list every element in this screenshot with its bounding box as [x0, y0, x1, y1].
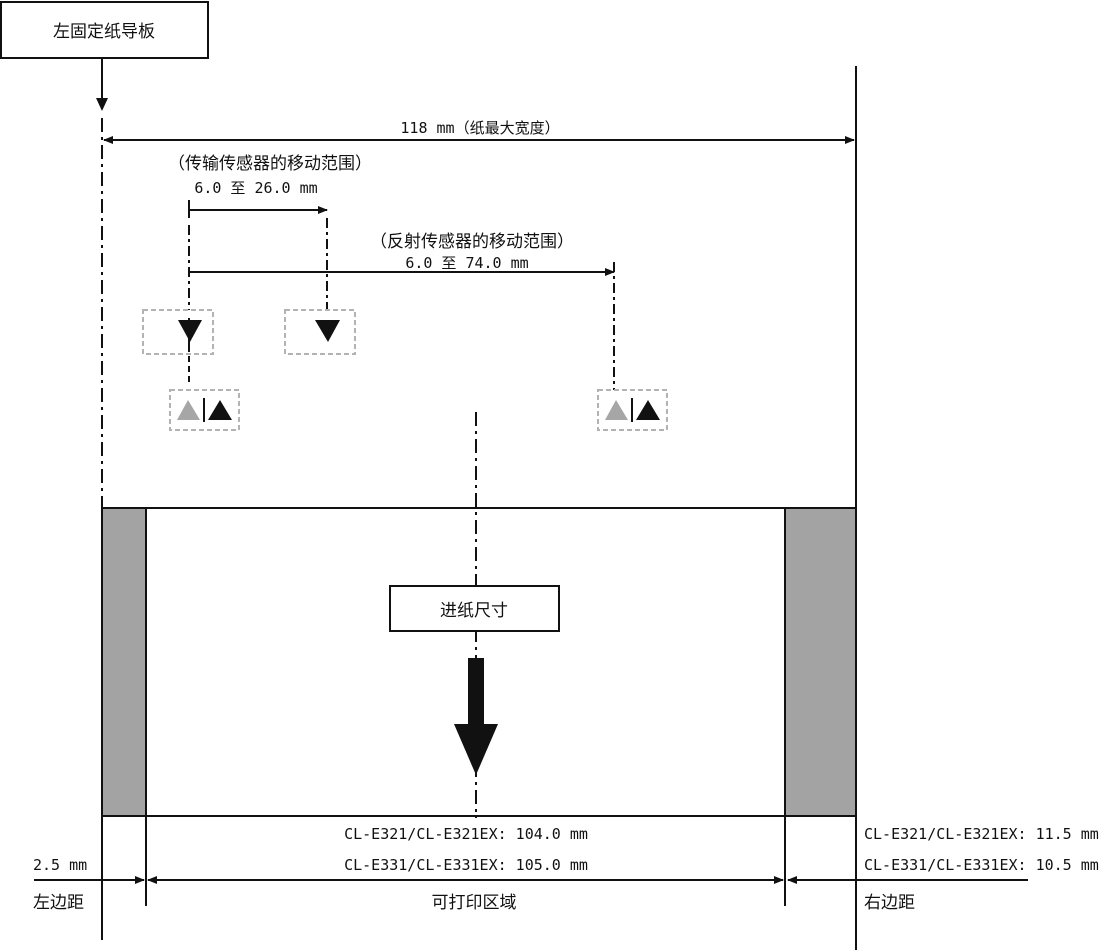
transmissive-range-title: （传输传感器的移动范围）: [168, 154, 372, 174]
left-margin-label: 左边距: [33, 893, 84, 913]
reflective-sensor-max-emitter-icon: [605, 400, 628, 420]
left-guide-arrowhead: [96, 98, 108, 111]
left-guide-label: 左固定纸导板: [53, 22, 155, 42]
right-margin-shade: [786, 509, 855, 815]
feed-arrow-head: [454, 724, 498, 775]
reflective-range-title: （反射传感器的移动范围）: [370, 232, 574, 252]
reflective-sensor-min-emitter-icon: [177, 400, 200, 420]
right-margin-label: 右边距: [864, 893, 915, 913]
left-margin-value: 2.5 mm: [33, 856, 87, 874]
right-margin-e331: CL-E331/CL-E331EX: 10.5 mm: [864, 856, 1099, 874]
feed-direction-label: 进纸尺寸: [440, 601, 508, 621]
reflective-sensor-min-receiver-icon: [208, 400, 232, 420]
reflective-range-value: 6.0 至 74.0 mm: [405, 254, 528, 272]
reflective-sensor-max-receiver-icon: [636, 400, 660, 420]
left-margin-shade: [103, 509, 146, 815]
print-width-e321: CL-E321/CL-E321EX: 104.0 mm: [344, 825, 588, 843]
feed-arrow-shaft: [468, 658, 484, 726]
feed-direction-box: [389, 585, 560, 632]
printable-area-label: 可打印区域: [432, 893, 517, 913]
transmissive-sensor-min-box: [142, 309, 214, 355]
max-width-label: 118 mm（纸最大宽度）: [400, 119, 559, 137]
right-margin-e321: CL-E321/CL-E321EX: 11.5 mm: [864, 825, 1099, 843]
transmissive-sensor-max-icon: [315, 320, 340, 342]
transmissive-range-value: 6.0 至 26.0 mm: [194, 179, 317, 197]
print-width-e331: CL-E331/CL-E331EX: 105.0 mm: [344, 856, 588, 874]
left-guide-box: [0, 1, 209, 59]
transmissive-sensor-max-box: [284, 309, 356, 355]
